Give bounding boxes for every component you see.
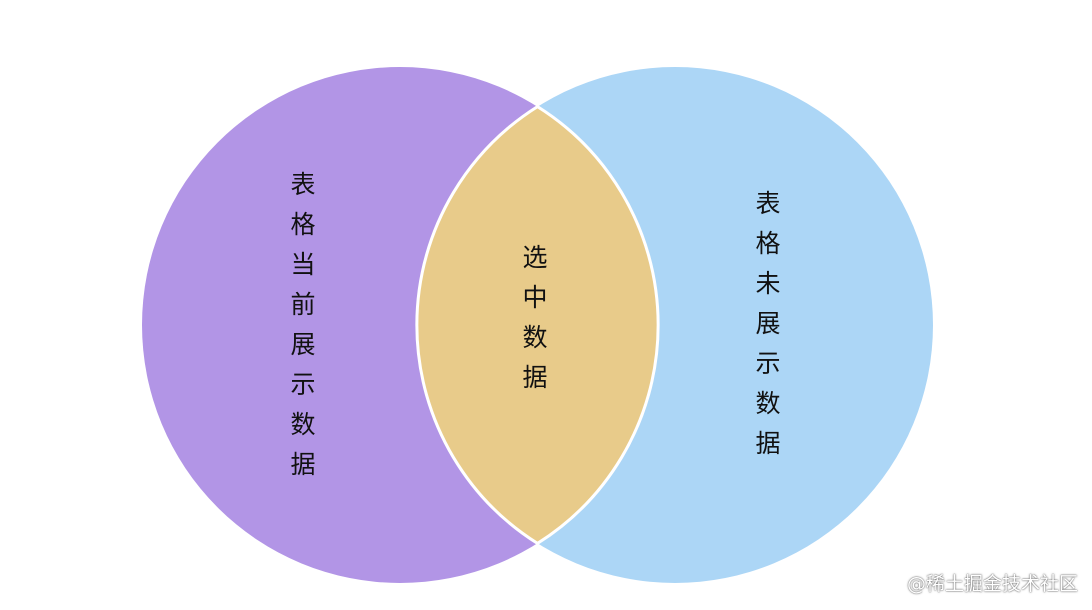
intersection-region [417,67,658,583]
set-label-right: 表格未展示数据 [755,189,781,458]
intersection-label: 选中数据 [522,243,548,392]
set-label-left: 表格当前展示数据 [290,170,316,479]
intersection-outline [415,104,660,546]
watermark: @稀土掘金技术社区 [906,573,1078,595]
